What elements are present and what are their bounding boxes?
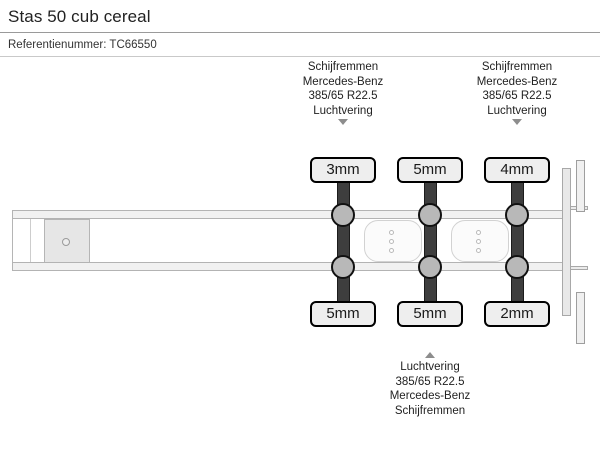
page-title: Stas 50 cub cereal xyxy=(8,7,151,26)
axle-1-hub-top xyxy=(331,203,355,227)
annotation-line: Mercedes-Benz xyxy=(476,75,558,88)
annotation-line: Luchtvering xyxy=(487,104,547,117)
axle-2-hub-bottom xyxy=(418,255,442,279)
tread-depth-axle-2-bottom: 5mm xyxy=(397,301,463,327)
annotation-line: Schijfremmen xyxy=(481,61,553,73)
document-header: Stas 50 cub cereal Referentienummer: TC6… xyxy=(0,0,600,51)
annotation-line: Luchtvering xyxy=(400,361,460,373)
chassis-rail-bottom xyxy=(12,262,564,271)
header-bottom-divider xyxy=(0,56,600,57)
title-divider xyxy=(0,32,600,33)
rear-door-top xyxy=(576,160,585,212)
suspension-hole-icon xyxy=(476,248,481,253)
annotation-axle-2-bottom: Luchtvering 385/65 R22.5 Mercedes-Benz S… xyxy=(355,352,505,418)
annotation-line: Mercedes-Benz xyxy=(302,75,384,88)
tread-depth-axle-1-top: 3mm xyxy=(310,157,376,183)
annotation-line: 385/65 R22.5 xyxy=(308,90,378,102)
axle-2-bar xyxy=(424,178,437,302)
annotation-line: Schijfremmen xyxy=(307,61,379,73)
annotation-line: Schijfremmen xyxy=(394,404,466,417)
annotation-line: 385/65 R22.5 xyxy=(395,375,465,388)
rear-post xyxy=(562,168,571,316)
arrow-up-icon xyxy=(425,352,435,358)
suspension-hole-icon xyxy=(476,239,481,244)
axle-3-hub-top xyxy=(505,203,529,227)
chassis-front-rib xyxy=(30,219,31,263)
reference-number: Referentienummer: TC66550 xyxy=(8,39,157,51)
arrow-down-icon xyxy=(338,119,348,125)
tread-depth-axle-3-top: 4mm xyxy=(484,157,550,183)
suspension-hole-icon xyxy=(389,248,394,253)
rear-door-bottom xyxy=(576,292,585,344)
tread-depth-axle-3-bottom: 2mm xyxy=(484,301,550,327)
tread-depth-axle-2-top: 5mm xyxy=(397,157,463,183)
annotation-line: Mercedes-Benz xyxy=(389,390,471,402)
axle-1-bar xyxy=(337,178,350,302)
annotation-axle-3-top: Schijfremmen Mercedes-Benz 385/65 R22.5 … xyxy=(442,60,592,125)
annotation-line: 385/65 R22.5 xyxy=(482,90,552,102)
suspension-hole-icon xyxy=(389,230,394,235)
kingpin-circle-icon xyxy=(62,238,70,246)
chassis-front-edge xyxy=(12,219,13,263)
annotation-axle-1-top: Schijfremmen Mercedes-Benz 385/65 R22.5 … xyxy=(268,60,418,125)
arrow-down-icon xyxy=(512,119,522,125)
tread-depth-axle-1-bottom: 5mm xyxy=(310,301,376,327)
chassis-rail-top xyxy=(12,210,564,219)
axle-3-bar xyxy=(511,178,524,302)
axle-2-hub-top xyxy=(418,203,442,227)
suspension-hole-icon xyxy=(476,230,481,235)
suspension-hole-icon xyxy=(389,239,394,244)
axle-1-hub-bottom xyxy=(331,255,355,279)
axle-3-hub-bottom xyxy=(505,255,529,279)
annotation-line: Luchtvering xyxy=(313,104,373,117)
